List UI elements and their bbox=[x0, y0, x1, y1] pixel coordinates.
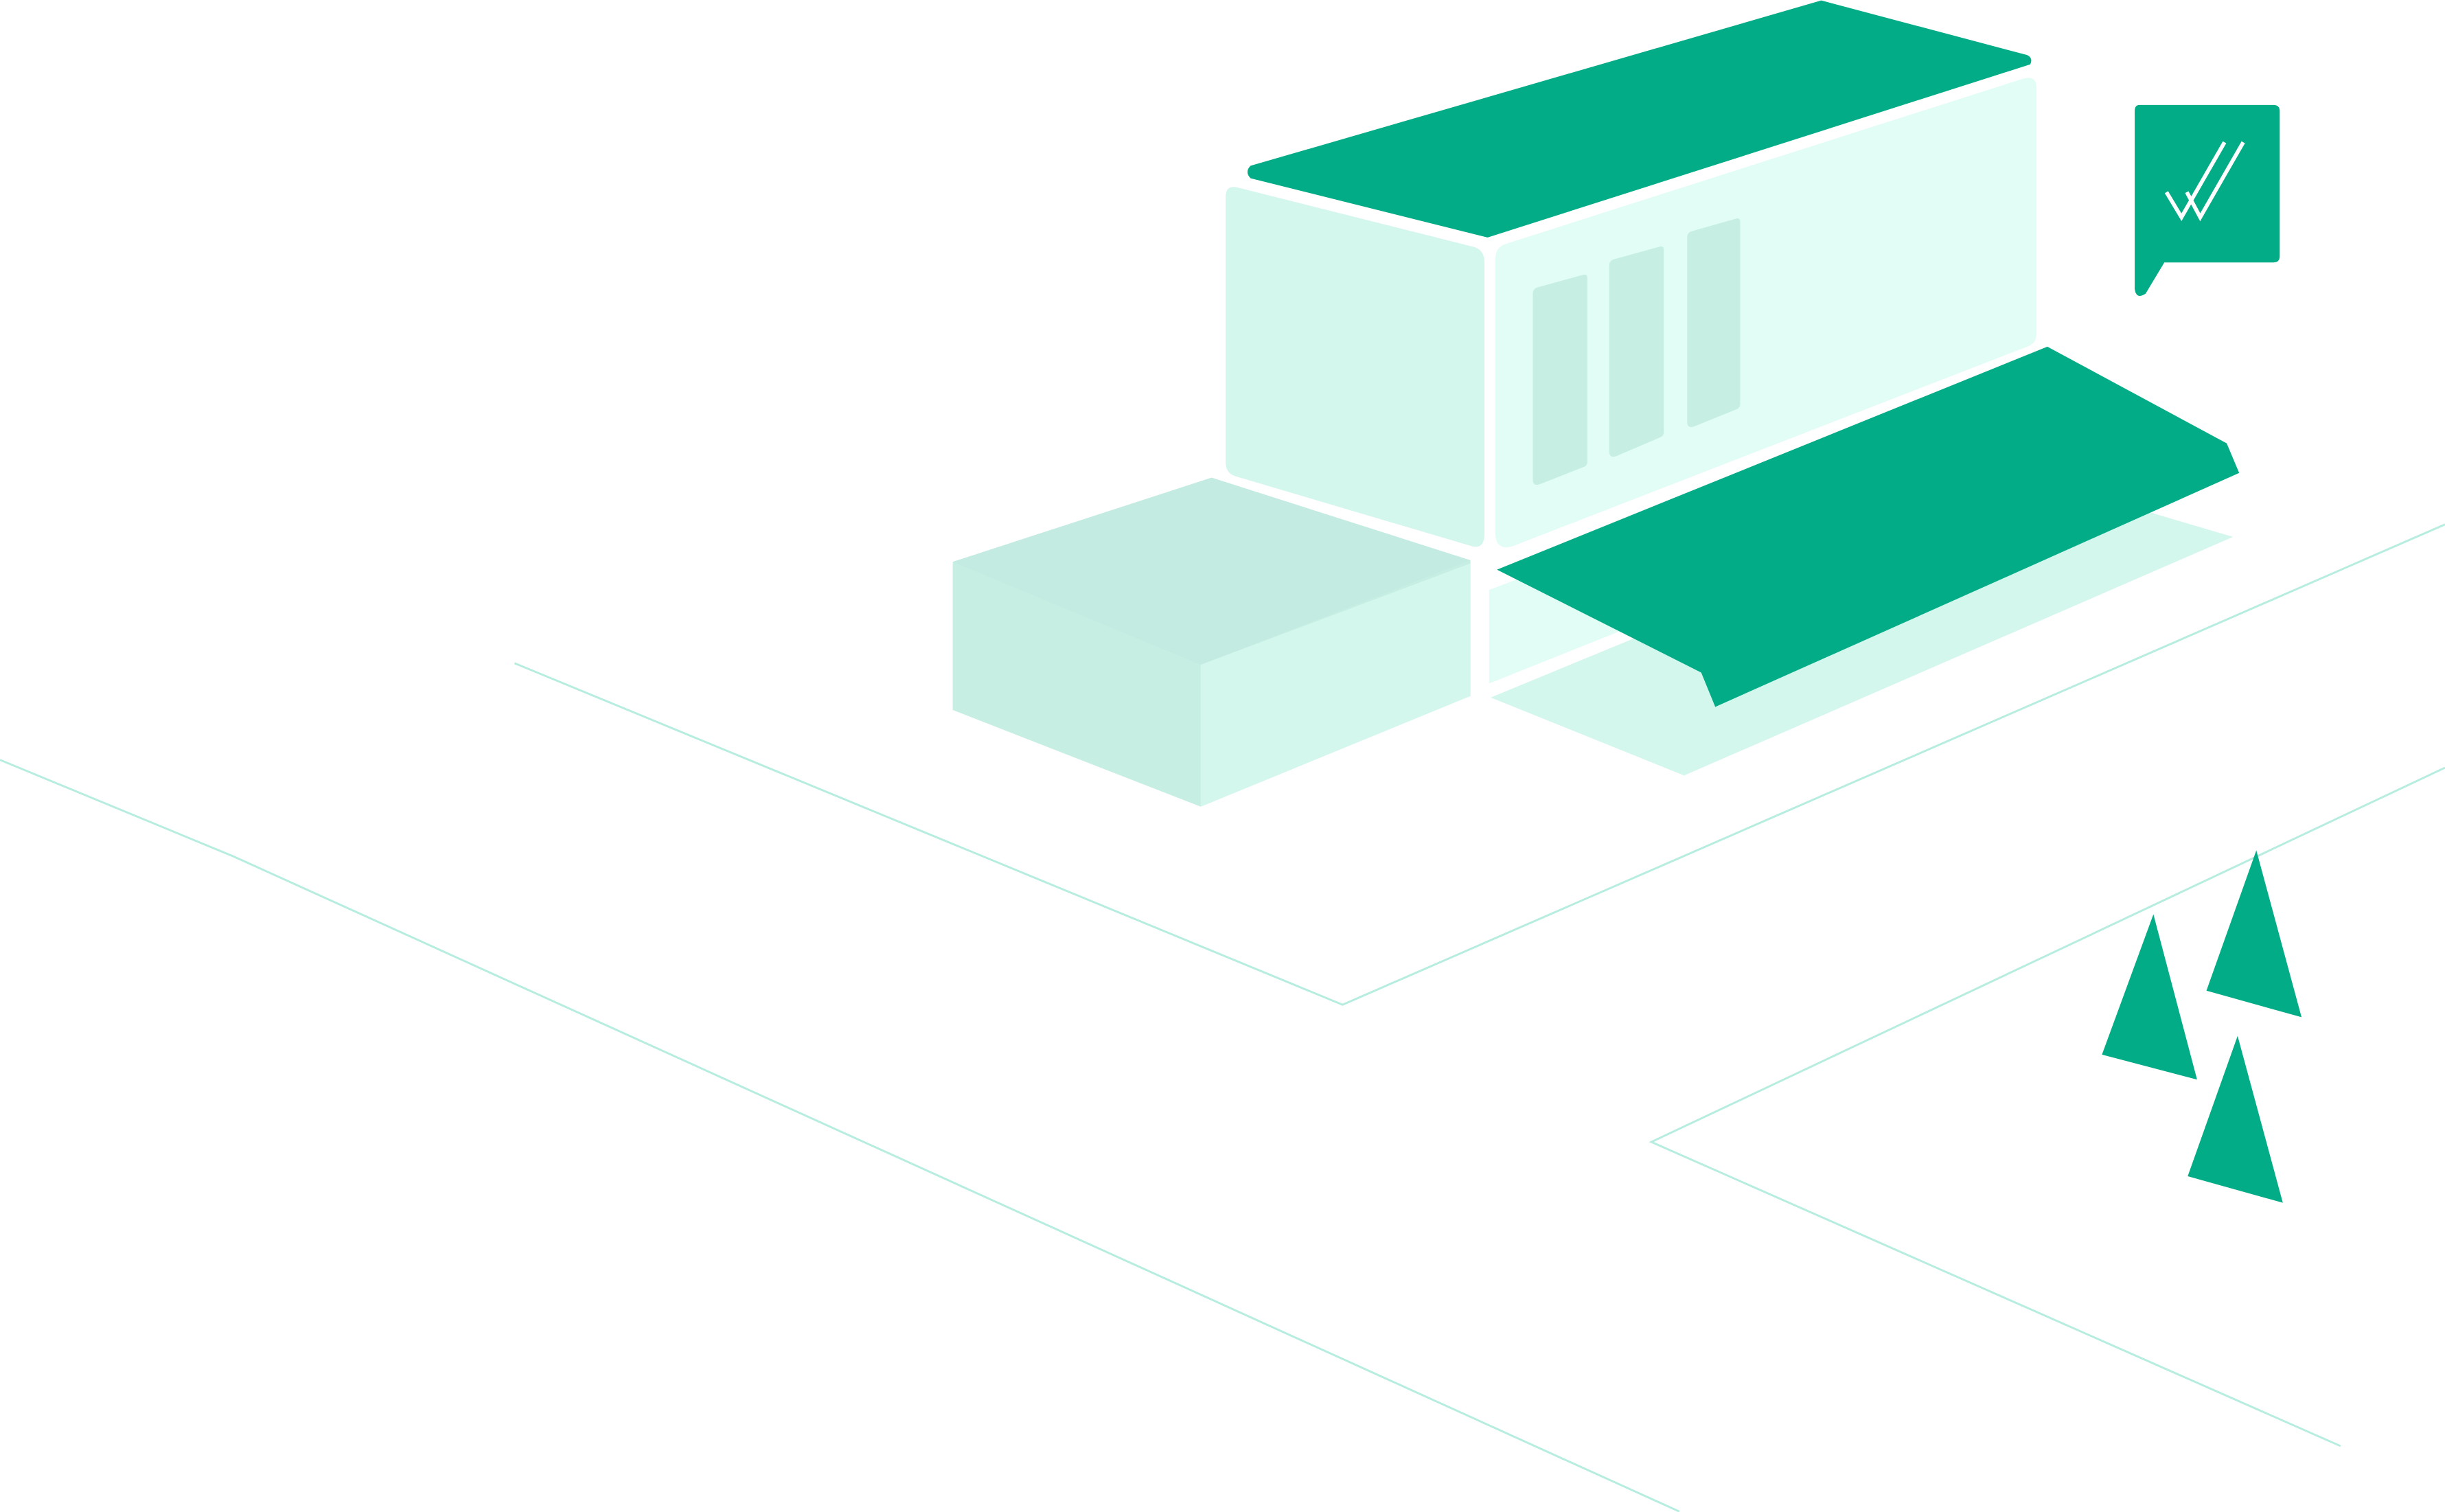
road-line-right bbox=[1649, 766, 2445, 1447]
road-line-center bbox=[514, 523, 2445, 1006]
low-annex-block bbox=[952, 477, 1471, 807]
road-lines bbox=[0, 523, 2445, 1512]
double-check-icon bbox=[2164, 141, 2245, 222]
triangle-tree-icon bbox=[2206, 850, 2302, 1018]
road-line-left bbox=[0, 759, 1680, 1512]
annex-top-shade bbox=[952, 477, 1471, 665]
window bbox=[1533, 274, 1587, 485]
triangle-tree-icon bbox=[2102, 914, 2197, 1080]
main-building bbox=[1226, 0, 2036, 548]
annex-right-face bbox=[1200, 563, 1471, 807]
triangle-tree-icon bbox=[2188, 1035, 2283, 1203]
badge-body bbox=[2135, 104, 2280, 296]
check-badge bbox=[2135, 104, 2280, 296]
main-left-face bbox=[1226, 187, 1485, 547]
window bbox=[1609, 246, 1664, 457]
window bbox=[1687, 218, 1741, 427]
trees bbox=[2102, 850, 2302, 1203]
lower-wing-roof bbox=[1497, 346, 2240, 707]
main-roof bbox=[1247, 0, 2032, 238]
